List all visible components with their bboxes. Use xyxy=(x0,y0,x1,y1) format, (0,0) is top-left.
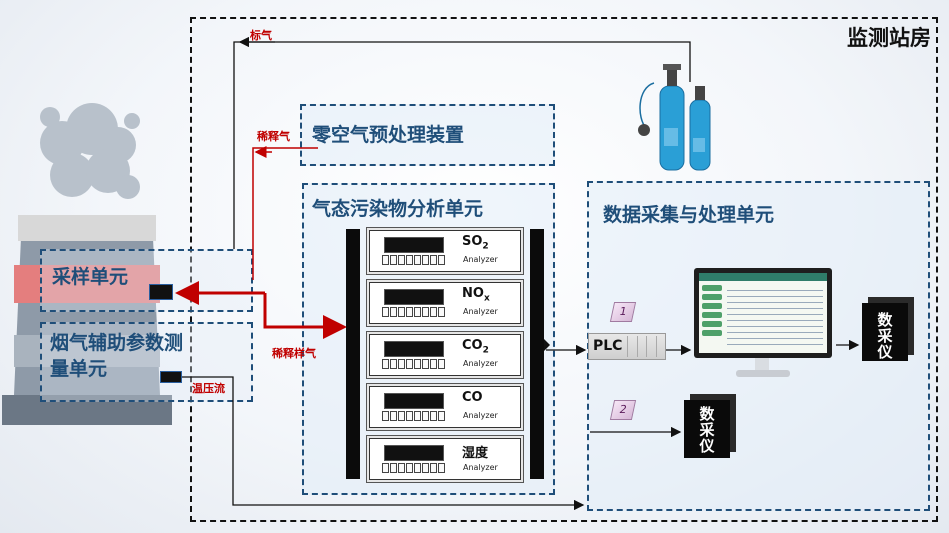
gas-cylinder-icon xyxy=(638,64,711,171)
label-dilution-gas: 稀释气 xyxy=(257,130,290,143)
computer-monitor-icon xyxy=(694,268,832,358)
analyzer-humidity: 湿度 Analyzer xyxy=(369,438,521,480)
monitor-base xyxy=(736,370,790,377)
monitor-stand xyxy=(755,358,769,372)
label-temp-pressure-flow: 温压流 xyxy=(192,382,225,395)
right-rail xyxy=(530,229,544,479)
badge-1: 1 xyxy=(609,302,637,322)
analyzer-nox: NOx Analyzer xyxy=(369,282,521,324)
analyzer-co: CO Analyzer xyxy=(369,386,521,428)
analyzer-so2: SO2 Analyzer xyxy=(369,230,521,272)
daq-label-2: 数采仪 xyxy=(699,405,715,455)
plc-unit: PLC xyxy=(588,333,666,360)
plc-label: PLC xyxy=(593,338,623,354)
data-acquisition-box-1: 数采仪 xyxy=(862,303,908,361)
gas-analysis-title: 气态污染物分析单元 xyxy=(312,198,484,220)
aux-title: 烟气辅助参数测量单元 xyxy=(50,332,184,380)
monitoring-station-boundary xyxy=(190,17,938,522)
daq-label-1: 数采仪 xyxy=(877,311,893,361)
sampling-box xyxy=(40,249,253,312)
rail-arrow-icon xyxy=(544,339,550,351)
aux-box xyxy=(40,322,253,402)
data-acquisition-box-2: 数采仪 xyxy=(684,400,730,458)
badge-2: 2 xyxy=(609,400,637,420)
left-rail xyxy=(346,229,360,479)
label-standard-gas: 标气 xyxy=(250,29,272,42)
data-unit-title: 数据采集与处理单元 xyxy=(603,204,775,226)
analyzer-co2: CO2 Analyzer xyxy=(369,334,521,376)
zero-air-box xyxy=(300,104,555,166)
zero-air-title: 零空气预处理装置 xyxy=(312,124,465,146)
station-title: 监测站房 xyxy=(847,26,931,50)
aux-probe xyxy=(160,371,182,383)
chimney-icon xyxy=(2,103,172,425)
label-diluted-sample: 稀释样气 xyxy=(272,347,316,360)
sampling-probe xyxy=(149,284,173,300)
sampling-title: 采样单元 xyxy=(52,266,129,288)
